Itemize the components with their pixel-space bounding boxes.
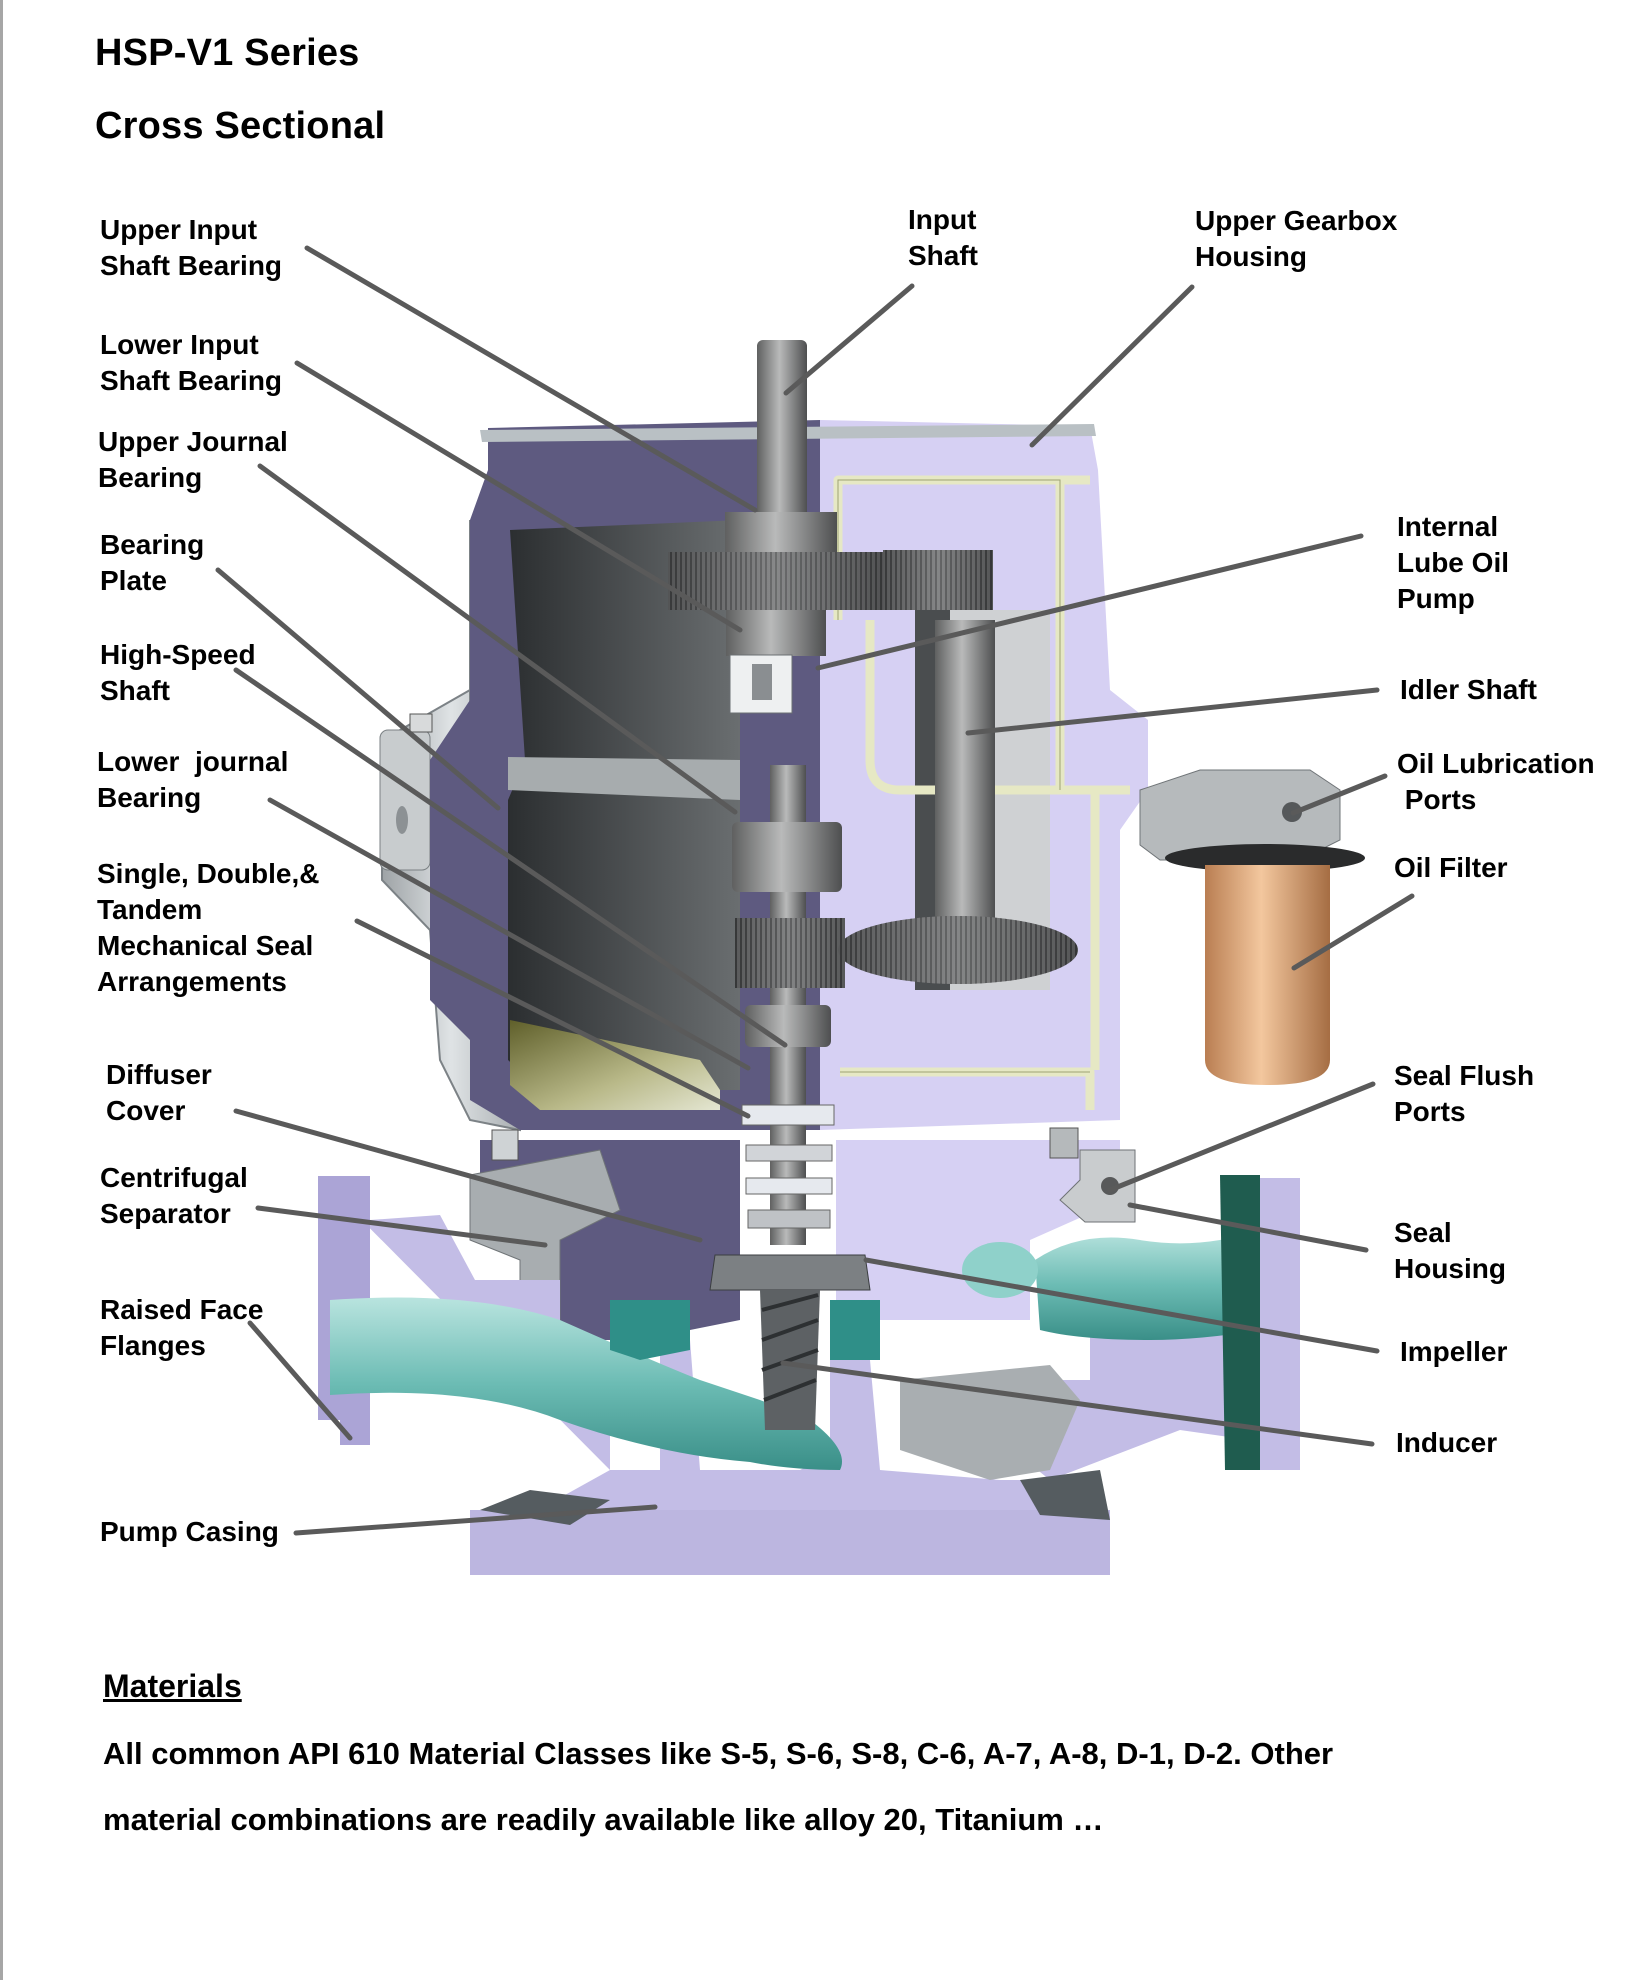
right-bolt bbox=[1049, 1127, 1079, 1159]
label-seal-flush-ports: Seal Flush Ports bbox=[1394, 1060, 1535, 1127]
leader-line-upper-input-shaft-bearing bbox=[304, 245, 758, 513]
separator-bolt bbox=[491, 1129, 519, 1161]
label-raised-face-flanges: Raised Face Flanges bbox=[100, 1294, 264, 1361]
lug-hole bbox=[396, 806, 408, 834]
label-pump-casing: Pump Casing bbox=[100, 1516, 279, 1547]
label-upper-gearbox-housing: Upper Gearbox Housing bbox=[1195, 205, 1398, 272]
leader-line-oil-filter bbox=[1291, 893, 1415, 971]
lower-journal-bearing-body bbox=[745, 1005, 831, 1047]
pinion-gear-shade bbox=[735, 918, 845, 988]
inducer-blades bbox=[761, 1293, 819, 1402]
base-shadow-left bbox=[480, 1490, 610, 1525]
bearing-plate-band bbox=[508, 757, 740, 800]
label-upper-journal-bearing: Upper Journal Bearing bbox=[98, 426, 288, 493]
label-oil-filter: Oil Filter bbox=[1394, 852, 1508, 883]
pump-casing-base bbox=[470, 1510, 1110, 1575]
label-centrifugal-separator: Centrifugal Separator bbox=[100, 1162, 248, 1229]
label-internal-lube-oil-pump: Internal Lube Oil Pump bbox=[1397, 511, 1509, 614]
volute-passage bbox=[610, 1300, 690, 1360]
upper-journal-bearing-body bbox=[732, 822, 842, 892]
label-inducer: Inducer bbox=[1396, 1427, 1498, 1458]
label-idler-shaft: Idler Shaft bbox=[1400, 674, 1537, 705]
label-oil-lubrication-ports: Oil Lubrication Ports bbox=[1397, 748, 1595, 815]
leader-line-lower-journal-bearing bbox=[267, 797, 751, 1071]
leader-line-mechanical-seal bbox=[354, 918, 751, 1119]
lower-input-bearing-body bbox=[726, 610, 826, 656]
upper-input-bearing-body bbox=[725, 512, 837, 552]
leader-line-high-speed-shaft bbox=[233, 667, 788, 1048]
label-impeller: Impeller bbox=[1400, 1336, 1508, 1367]
label-mechanical-seal-arrangements: Single, Double,& Tandem Mechanical Seal … bbox=[97, 858, 320, 997]
input-shaft-body bbox=[757, 340, 807, 550]
label-lower-journal-bearing: Lower journal Bearing bbox=[97, 746, 289, 813]
title-series: HSP-V1 Series bbox=[95, 32, 360, 74]
leader-line-bearing-plate bbox=[215, 567, 501, 811]
title-cross-sectional: Cross Sectional bbox=[95, 105, 386, 147]
idler-shaft-body bbox=[935, 620, 995, 930]
label-diffuser-cover: Diffuser Cover bbox=[106, 1059, 212, 1126]
lug-bolt bbox=[409, 713, 433, 733]
leader-line-idler-shaft bbox=[965, 687, 1380, 736]
mechanical-seal-stack bbox=[741, 1104, 835, 1229]
leader-line-upper-journal-bearing bbox=[257, 463, 738, 815]
pump-casing-body bbox=[318, 1176, 1300, 1575]
leader-line-seal-housing bbox=[1127, 1202, 1369, 1253]
materials-heading: Materials bbox=[103, 1668, 242, 1704]
leader-line-oil-lubrication-ports bbox=[1290, 773, 1388, 816]
materials-text-line-2: material combinations are readily availa… bbox=[103, 1802, 1104, 1837]
leader-line-pump-casing bbox=[293, 1504, 658, 1536]
lube-oil-pump-core bbox=[752, 664, 772, 700]
label-lower-input-shaft-bearing: Lower Input Shaft Bearing bbox=[100, 329, 283, 396]
oil-lubrication-port-block bbox=[1139, 769, 1341, 861]
seal-housing-block-right bbox=[836, 1140, 1120, 1320]
discharge-nozzle-bulb bbox=[962, 1242, 1038, 1298]
materials-text-line-1: All common API 610 Material Classes like… bbox=[103, 1736, 1334, 1771]
discharge-flange-face bbox=[1220, 1175, 1260, 1470]
leader-line-internal-lube-oil-pump bbox=[815, 533, 1364, 671]
bull-gear-shade bbox=[838, 916, 1078, 984]
oil-filter-canister bbox=[1205, 865, 1330, 1085]
oil-sump bbox=[510, 1020, 720, 1110]
leader-line-lower-input-shaft-bearing bbox=[294, 360, 743, 633]
discharge-fluid-passage bbox=[1035, 1230, 1260, 1340]
volute-passage-right bbox=[830, 1300, 880, 1360]
label-bearing-plate: Bearing Plate bbox=[100, 529, 205, 596]
page-edge bbox=[0, 0, 3, 1980]
leader-line-impeller bbox=[863, 1257, 1380, 1354]
leader-line-seal-flush-ports bbox=[1107, 1081, 1376, 1193]
label-input-shaft: Input Shaft bbox=[908, 204, 978, 271]
label-seal-housing: Seal Housing bbox=[1394, 1217, 1506, 1284]
lube-oil-tubing-outline bbox=[837, 479, 1090, 1073]
base-shadow-right bbox=[1020, 1470, 1110, 1520]
leader-line-centrifugal-separator bbox=[255, 1205, 548, 1248]
input-gear-shade bbox=[668, 552, 883, 610]
leader-line-inducer bbox=[780, 1360, 1375, 1447]
seal-flush-port-block bbox=[1059, 1149, 1136, 1223]
leader-line-raised-face-flanges bbox=[247, 1320, 353, 1441]
leader-line-diffuser-cover bbox=[233, 1108, 703, 1243]
impeller-body bbox=[709, 1254, 871, 1291]
idler-upper-gear-shade bbox=[883, 550, 993, 610]
inlet-fluid-passage bbox=[330, 1297, 842, 1470]
gearbox-inner-cavity bbox=[508, 520, 740, 1090]
label-high-speed-shaft: High-Speed Shaft bbox=[100, 639, 256, 706]
leader-line-input-shaft bbox=[783, 283, 915, 396]
leader-line-upper-gearbox-housing bbox=[1029, 284, 1195, 448]
label-upper-input-shaft-bearing: Upper Input Shaft Bearing bbox=[100, 214, 283, 281]
casing-internal-web bbox=[900, 1365, 1080, 1480]
